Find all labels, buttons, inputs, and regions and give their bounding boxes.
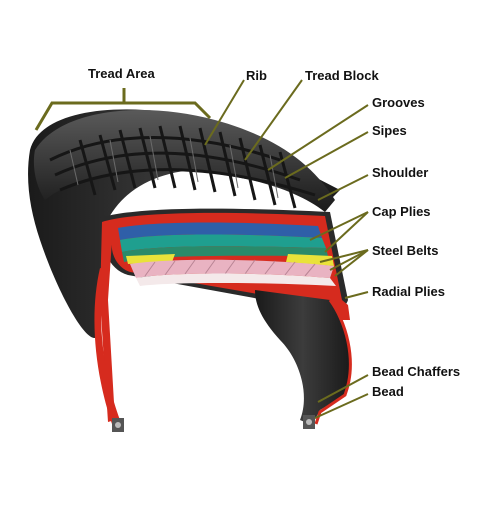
leader-rib <box>204 79 245 146</box>
label-tread-area: Tread Area <box>88 66 155 81</box>
label-bead-chaffers: Bead Chaffers <box>372 364 460 379</box>
label-tread-block: Tread Block <box>305 68 379 83</box>
leader-bead-chaffers <box>317 374 369 403</box>
label-steel-belts: Steel Belts <box>372 243 438 258</box>
tread-surface <box>33 110 335 212</box>
leader-cap-plies-1 <box>309 211 369 241</box>
leader-sipes <box>284 131 369 179</box>
steel-belt-hatching <box>144 259 316 277</box>
bead-right <box>303 415 315 429</box>
leader-radial-plies <box>344 291 369 299</box>
leader-bead <box>314 393 369 419</box>
leader-shoulder <box>317 174 369 201</box>
label-bead: Bead <box>372 384 404 399</box>
leader-grooves <box>267 104 369 171</box>
cap-ply-blue <box>118 222 322 240</box>
bead-left <box>112 418 124 432</box>
right-sidewall-edge <box>314 299 352 425</box>
label-grooves: Grooves <box>372 95 425 110</box>
leader-steel-belts-2 <box>329 249 369 271</box>
leader-cap-plies-2 <box>324 211 369 253</box>
left-sidewall-cut <box>94 268 120 424</box>
steel-belt-pink <box>130 259 334 278</box>
label-radial-plies: Radial Plies <box>372 284 445 299</box>
cap-ply-teal <box>122 246 328 262</box>
leader-tread-block <box>244 79 303 161</box>
radial-ply-white <box>136 273 336 286</box>
leader-lines <box>204 79 369 419</box>
right-sidewall <box>255 290 351 425</box>
tread-area-bracket <box>34 88 212 131</box>
leader-steel-belts-1 <box>319 249 369 263</box>
tread-sipes <box>69 135 279 199</box>
label-rib: Rib <box>246 68 267 83</box>
label-shoulder: Shoulder <box>372 165 428 180</box>
label-cap-plies: Cap Plies <box>372 204 431 219</box>
cap-ply-green <box>120 234 326 252</box>
label-sipes: Sipes <box>372 123 407 138</box>
leader-steel-belts-3 <box>334 249 369 277</box>
tread-pattern <box>49 125 316 209</box>
